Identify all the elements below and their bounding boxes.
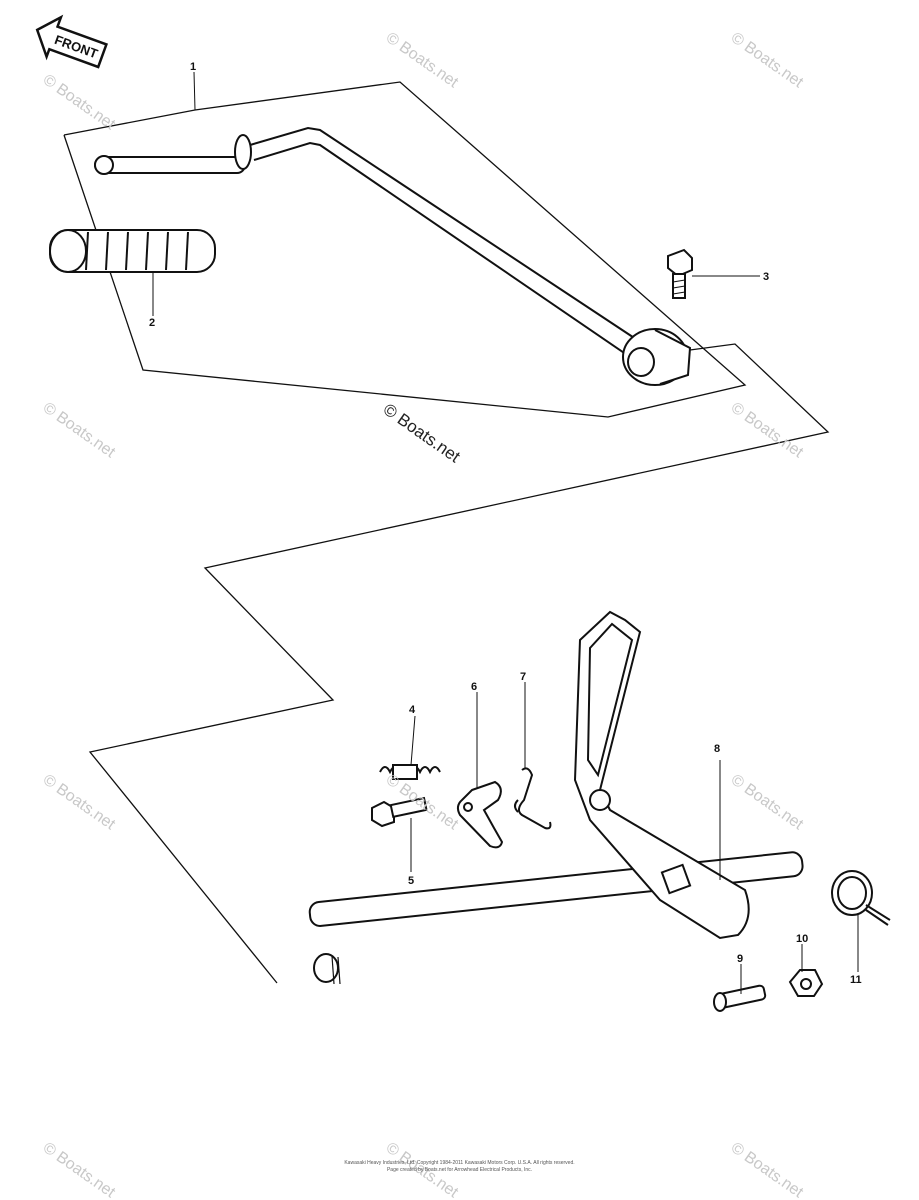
callout-1: 1 xyxy=(190,61,196,73)
callout-10: 10 xyxy=(796,933,808,945)
callout-8: 8 xyxy=(714,743,720,755)
spring-clip xyxy=(514,767,552,830)
callout-7: 7 xyxy=(520,671,526,683)
watermark-6: © Boats.net xyxy=(40,771,119,833)
callout-9: 9 xyxy=(737,953,743,965)
callout-11: 11 xyxy=(850,974,862,986)
callout-4: 4 xyxy=(409,704,416,716)
shift-pedal-lever xyxy=(94,126,692,386)
callout-2: 2 xyxy=(149,317,155,329)
callout-5: 5 xyxy=(408,875,414,887)
watermark-8: © Boats.net xyxy=(728,771,807,833)
watermarks: © Boats.net © Boats.net © Boats.net © Bo… xyxy=(40,29,807,1200)
pedal-rubber xyxy=(49,229,216,273)
shift-shaft-arm xyxy=(308,610,804,985)
pin-bolt xyxy=(713,984,767,1012)
watermark-3: © Boats.net xyxy=(728,29,807,91)
footer-copyright: Kawasaki Heavy Industries, Ltd. Copyrigh… xyxy=(344,1160,575,1166)
coil-spring xyxy=(831,870,891,926)
watermark-5: © Boats.net xyxy=(728,399,807,461)
center-watermark: © Boats.net xyxy=(380,400,464,467)
assembly-boundary-upper xyxy=(63,81,830,984)
footer-credit: Page created by Boats.net for Arrowhead … xyxy=(386,1167,533,1173)
callout-labels: 1 2 3 4 5 6 7 8 9 10 11 xyxy=(149,61,862,986)
pinch-bolt xyxy=(667,248,693,299)
stopper-plate xyxy=(456,780,504,849)
watermark-1: © Boats.net xyxy=(40,71,119,133)
callout-6: 6 xyxy=(471,681,477,693)
front-arrow-badge: FRONT xyxy=(35,14,108,69)
hex-nut xyxy=(788,969,824,997)
leader-lines xyxy=(152,71,859,994)
watermark-4: © Boats.net xyxy=(40,399,119,461)
watermark-7: © Boats.net xyxy=(383,771,462,833)
callout-3: 3 xyxy=(763,271,769,283)
return-spring xyxy=(379,764,441,780)
small-bolt xyxy=(371,796,428,828)
